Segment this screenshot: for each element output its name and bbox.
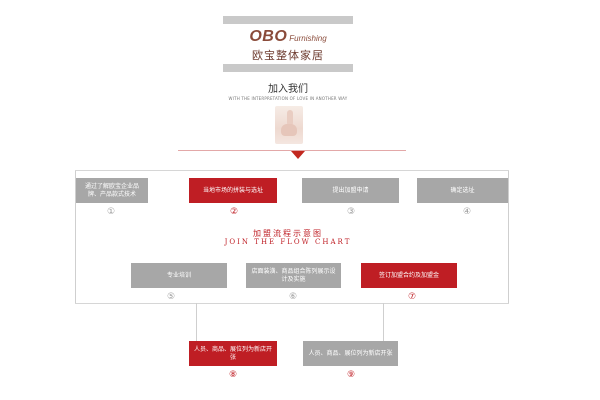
flow-chart-title-en: JOIN THE FLOW CHART (224, 238, 352, 246)
connector-down-left (196, 303, 197, 351)
step-4-label: 确定选址 (450, 186, 475, 194)
page-title: 加入我们 (268, 84, 308, 95)
step-8-number: ⑧ (228, 370, 238, 380)
step-9-label: 人员、商品、展位列为新店开张 (308, 349, 393, 357)
connector-left (75, 170, 76, 303)
step-3-box: 提出加盟申请 (302, 178, 399, 203)
step-1-number: ① (106, 207, 116, 217)
step-7-number: ⑦ (407, 292, 417, 302)
logo-bottom-bar (223, 64, 353, 72)
down-arrow-icon (291, 151, 305, 159)
connector-top-left (75, 170, 76, 178)
step-1-box: 通过了解欧宝企业品牌、产品款式技术 (76, 178, 148, 203)
connector-right (508, 170, 509, 303)
connector-top (75, 170, 509, 171)
step-3-label: 提出加盟申请 (332, 186, 369, 194)
step-5-label: 专业培训 (166, 271, 191, 279)
step-3-number: ③ (346, 207, 356, 217)
step-9-number: ⑨ (346, 370, 356, 380)
connector-bottom (75, 303, 509, 304)
step-5-box: 专业培训 (131, 263, 227, 288)
step-6-box: 店面装潢、商品组合陈列展示设计及实施 (246, 263, 341, 288)
divider-line (178, 150, 406, 151)
step-6-label: 店面装潢、商品组合陈列展示设计及实施 (251, 267, 336, 283)
flow-chart-title-cn: 加盟流程示意图 (253, 229, 323, 238)
step-2-number: ② (229, 207, 239, 217)
step-8-label: 人员、商品、展位列为新店开张 (193, 345, 272, 361)
step-9-box: 人员、商品、展位列为新店开张 (303, 341, 398, 366)
brand-name-cn: 欧宝整体家居 (252, 49, 324, 62)
step-7-box: 签订加盟合约及加盟金 (361, 263, 457, 288)
logo-top-bar (223, 16, 353, 24)
connector-down-right (383, 303, 384, 351)
step-2-box: 当地市场的拼装与选址 (189, 178, 277, 203)
step-2-label: 当地市场的拼装与选址 (202, 186, 263, 194)
step-6-number: ⑥ (288, 292, 298, 302)
page-subtitle: WITH THE INTERPRETATION OF LOVE IN ANOTH… (228, 96, 348, 101)
step-5-number: ⑤ (166, 292, 176, 302)
brand-name-en-small: Furnishing (289, 34, 327, 43)
step-4-box: 确定选址 (417, 178, 508, 203)
step-4-number: ④ (462, 207, 472, 217)
hand-photo (275, 106, 303, 144)
step-1-label: 通过了解欧宝企业品牌、产品款式技术 (84, 182, 139, 198)
step-7-label: 签订加盟合约及加盟金 (378, 271, 439, 279)
step-8-box: 人员、商品、展位列为新店开张 (189, 341, 277, 366)
